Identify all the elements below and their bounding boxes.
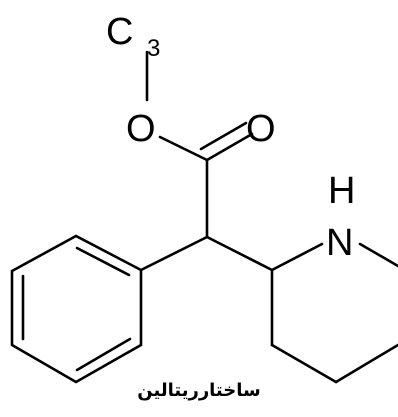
carbonyl-oxygen-label: O [246, 108, 276, 150]
bond-oxygen-carbonyl [158, 135, 209, 162]
bond-alpha-phenyl [139, 235, 209, 272]
bond-carbonyl-double-2 [199, 121, 248, 151]
phenyl-inner-bond-3 [75, 337, 132, 372]
bond-c2-nitrogen [270, 242, 324, 272]
ester-oxygen-label: O [126, 108, 156, 150]
bond-nitrogen-c6 [358, 242, 398, 268]
bond-alpha-piperidine [205, 235, 274, 272]
methyl-hydrogen-count: 3 [147, 35, 160, 62]
nitrogen-label: N [326, 222, 353, 264]
phenyl-inner-bond-1 [75, 246, 131, 277]
bond-c4-c5 [334, 343, 398, 384]
nitrogen-hydrogen-label: H [328, 170, 355, 212]
phenyl-ring [10, 234, 143, 384]
diagram-caption: ساختارریتالین [137, 380, 261, 401]
methyl-carbon-label: C [106, 11, 133, 53]
bond-c3-c4 [270, 343, 338, 384]
bond-carbonyl-double-1 [205, 132, 254, 162]
